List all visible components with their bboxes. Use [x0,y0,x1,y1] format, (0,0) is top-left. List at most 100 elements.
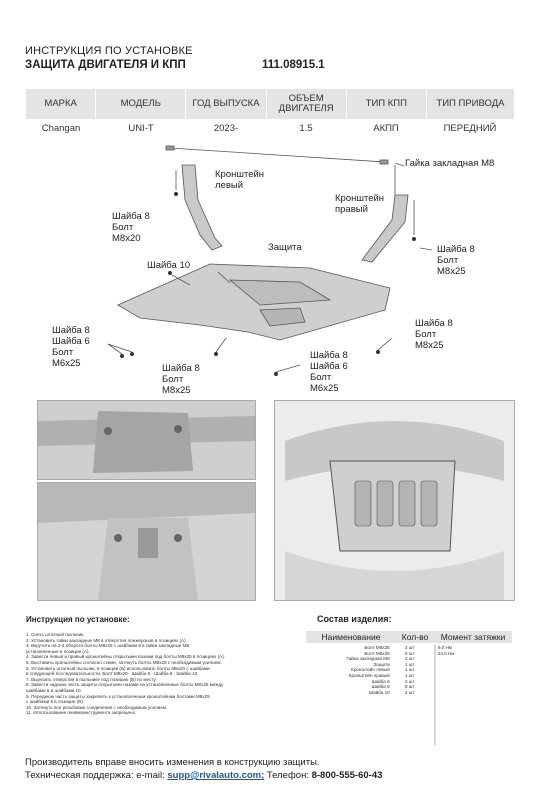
instruction-step: 7. Вырезать отверстия в пыльнике под поз… [26,676,157,682]
kit-item-name: Болт М6х25 [364,645,390,650]
kit-item-name: Кронштейн левый [351,667,390,673]
front-left-bolt-line-2 [107,343,133,353]
label-washer10: Шайба 10 [147,260,191,271]
nut-right [379,159,389,165]
kit-row: Болт М8х25 6 шт 24.0 Нм [306,651,512,657]
footer-email-link[interactable]: supp@rivalauto.com; [167,770,265,781]
spec-value-model: UNI-T [128,122,154,134]
photo-rear-mount [37,400,256,480]
footer-support-label: Техническая поддержка: [25,770,134,781]
kit-row: Защита 1 шт [306,662,512,668]
kit-row: Шайба 6 2 шт [306,679,512,685]
bolt-icon [214,352,218,356]
instruction-step: 6. Установить штатный пыльник, в позиции… [26,665,210,671]
kit-row: Кронштейн левый 1 шт [306,667,512,673]
label-washer-bolt-left: Шайба 8 Болт М8х20 [112,211,150,244]
front-mid-bolt-line [215,337,227,353]
document-title: ИНСТРУКЦИЯ ПО УСТАНОВКЕ [25,45,193,57]
footer-phone-label: Телефон: [266,770,309,781]
kit-item-qty: 2 шт [404,645,415,650]
kit-item-qty: 1 шт [404,667,415,673]
kit-item-torque: 9.0 Нм [437,645,452,650]
kit-item-torque [428,690,512,696]
instruction-step: 4. Завести левый и правый кронштейны отк… [26,654,226,660]
instructions-list: 1. Снять штатный пыльник. 2. Установить … [26,632,304,716]
kit-item-name: Болт М8х25 [364,650,390,656]
instruction-step: 10. Затянуть все резьбовые соединения с … [26,704,168,710]
spec-value-row: Changan UNI-T 2023- 1.5 АКПП ПЕРЕДНИЙ [26,119,514,137]
kit-title: Состав изделия: [317,614,392,624]
spec-table: МАРКА МОДЕЛЬ ГОД ВЫПУСКА ОБЪЕМ ДВИГАТЕЛЯ… [26,89,514,137]
spec-header-row: МАРКА МОДЕЛЬ ГОД ВЫПУСКА ОБЪЕМ ДВИГАТЕЛЯ… [26,89,514,119]
photo-front-mount [37,482,256,601]
photo-front-mount-drawing [38,483,255,600]
spec-value-drive: ПЕРЕДНИЙ [443,122,497,134]
instruction-step: шайбами 8 и шайбами 10. [26,687,82,693]
front-left-bolt-line [107,343,123,355]
kit-item-name: Защита [373,661,390,667]
spec-header-engine: ОБЪЕМ ДВИГАТЕЛЯ [267,89,347,119]
instruction-step: 5. Выставить кронштейны согласно схеме, … [26,659,222,665]
instruction-step: 3. Вкрутить на 2-3 оборота болты М8х25 с… [26,643,190,649]
footer-disclaimer: Производитель вправе вносить изменения в… [25,757,320,768]
kit-item-name: Кронштейн правый [348,672,390,678]
kit-header-row: Наименование Кол-во Момент затяжки [306,631,512,643]
kit-row: Кронштейн правый 1 шт [306,673,512,679]
instruction-step: 1. Снять штатный пыльник. [26,632,85,637]
photo-installed-guard [274,400,515,601]
instruction-step: 8. Завести заднюю часть защиты открытыми… [26,682,224,688]
instruction-step: 11. Использование пневмоинструмента запр… [26,710,137,716]
nut-pointer [394,162,405,167]
instruction-step: установленные в позиции (А). [26,648,90,654]
spec-header-drive: ТИП ПРИВОДА [436,98,505,109]
right-bolt-pointer [419,247,433,251]
spec-header-brand: МАРКА [26,89,97,119]
kit-table: Болт М6х25 2 шт 9.0 Нм Болт М8х25 6 шт 24.0 … [306,645,512,695]
label-bracket-right: Кронштейн правый [335,193,385,215]
footer-support-line: Техническая поддержка: e-mail: supp@riva… [25,769,382,782]
bolt-icon [168,271,172,275]
kit-item-qty: 1 шт [404,672,415,678]
kit-row: Шайба 8 8 шт [306,684,512,690]
label-washer-bolt-right-2: Шайба 8 Болт М8х25 [415,318,453,351]
kit-item-qty: 2 шт [404,678,415,684]
instructions-title: Инструкция по установке: [26,615,130,624]
kit-header-name: Наименование [321,632,381,642]
exploded-diagram [107,145,433,376]
kit-item-torque: 24.0 Нм [437,650,455,656]
kit-item-name: Шайба 10 [368,689,390,695]
spec-header-year: ГОД ВЫПУСКА [186,89,267,119]
kit-item-qty: 1 шт [404,661,415,667]
footer-phone[interactable]: 8-800-555-60-43 [311,770,383,781]
spec-value-year: 2023- [213,122,239,134]
kit-item-name: Шайба 8 [371,684,390,690]
right-rear-bolt-line [377,337,393,351]
bolt-icon [274,372,278,376]
kit-item-name: Гайка закладная М8 [346,656,390,662]
bolt-icon [376,350,380,354]
label-front-right: Шайба 8 Шайба 6 Болт М6х25 [310,350,348,394]
kit-row: Болт М6х25 2 шт 9.0 Нм [306,645,512,651]
label-bracket-left: Кронштейн левый [215,169,265,191]
instruction-step: 9. Переднюю часть защиты закрепить к уст… [26,693,210,699]
label-front-left: Шайба 8 Шайба 6 Болт М6х25 [52,325,90,369]
bolt-icon [174,192,178,196]
bolt-icon [120,354,124,358]
kit-item-qty: 6 шт [404,650,415,656]
part-number: 111.08915.1 [262,59,325,71]
kit-header-torque: Момент затяжки [440,632,506,642]
nut-left [165,145,175,151]
guard-center-panel [228,279,332,306]
instruction-step: 2. Установить гайки закладные М8 в отвер… [26,637,187,643]
photo-installed-guard-drawing [275,401,514,600]
guard-shape [117,263,391,341]
kit-table-divider [434,645,436,745]
front-right-bolt-line [275,364,301,373]
spec-header-model: МОДЕЛЬ [96,89,187,119]
label-nut: Гайка закладная М8 [405,158,495,169]
photo-rear-mount-drawing [38,401,255,479]
kit-item-name: Шайба 6 [371,678,390,684]
kit-item-qty: 8 шт [404,684,415,690]
